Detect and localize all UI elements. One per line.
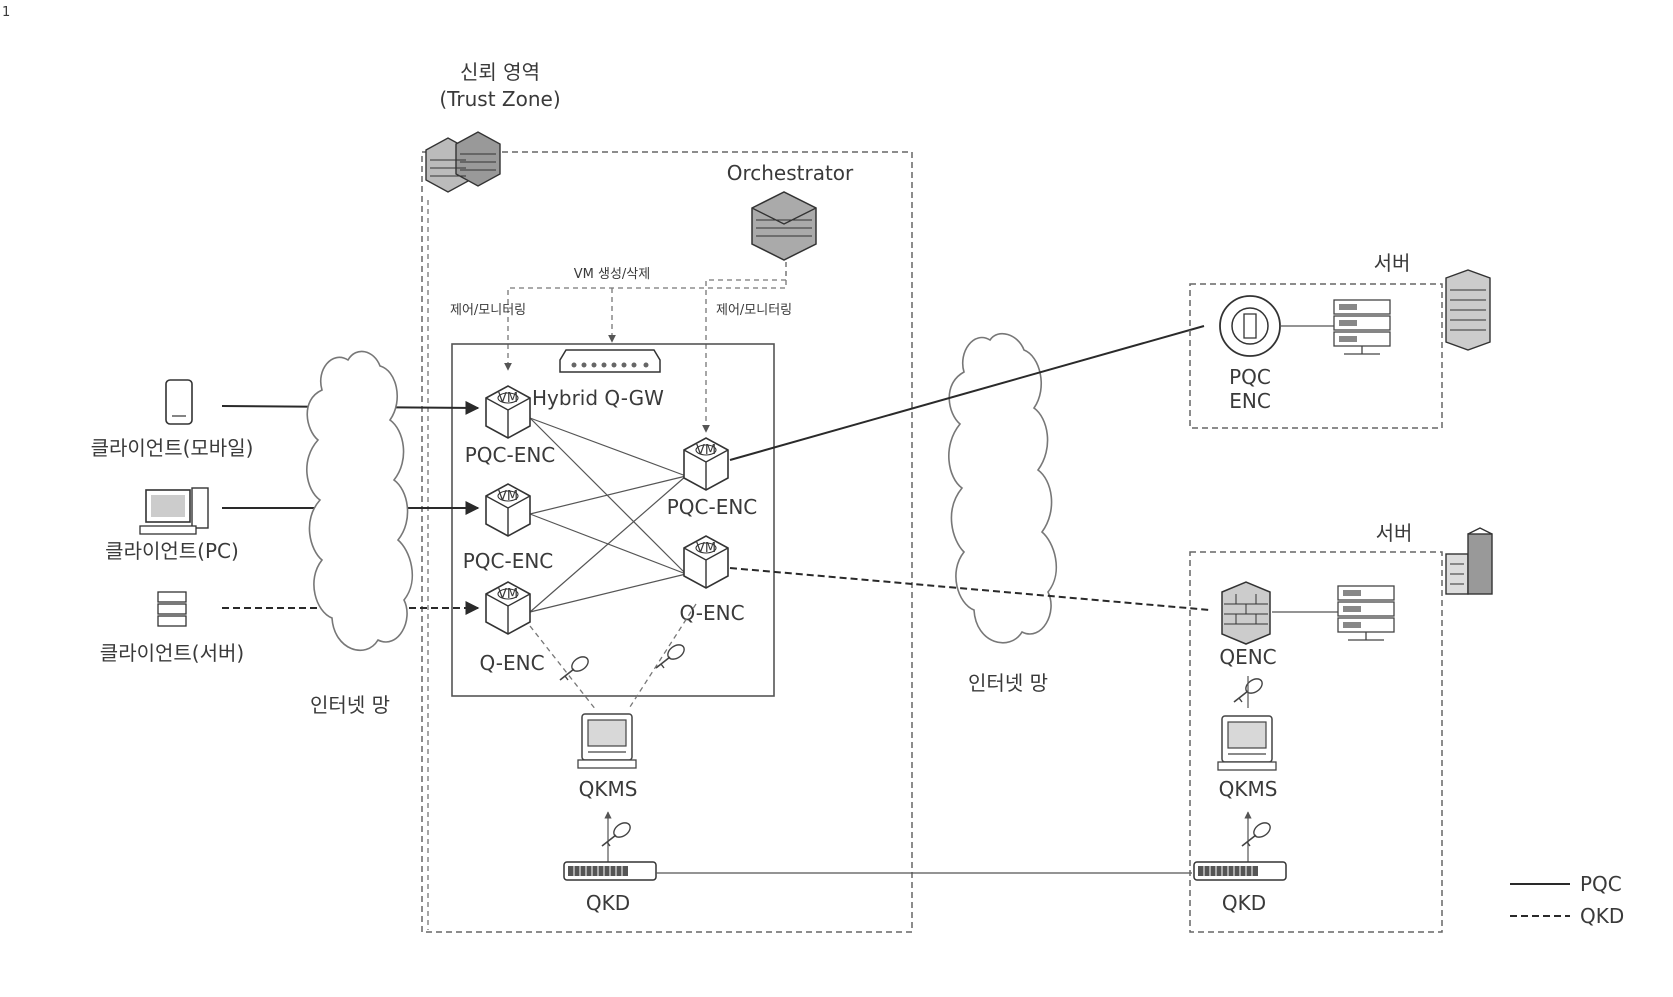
- trust-zone-subtitle: (Trust Zone): [439, 87, 560, 111]
- rack-server-icon: [1338, 586, 1394, 640]
- vm-badge: VM: [498, 391, 518, 406]
- trust-zone-title: 신뢰 영역: [460, 60, 540, 84]
- internet-right-label: 인터넷 망: [968, 671, 1048, 695]
- server-bottom-title: 서버: [1376, 521, 1413, 545]
- building-icon: [1446, 270, 1490, 350]
- wan-links: [656, 326, 1210, 873]
- qkd-device-icon: [1194, 862, 1286, 880]
- firewall-icon: [1222, 582, 1270, 644]
- client-server-label: 클라이언트(서버): [100, 641, 244, 665]
- client-server-icon: [158, 592, 186, 626]
- internet-left-label: 인터넷 망: [310, 693, 390, 717]
- key-icon: [656, 642, 687, 668]
- trust-qkms: QKMS: [578, 714, 637, 801]
- key-icon: [602, 820, 633, 846]
- orchestrator-server-icon: [752, 192, 816, 260]
- legend-solid-label: PQC: [1580, 872, 1622, 896]
- vm-node-pqc-enc-2: VM PQC-ENC: [463, 484, 554, 573]
- qkms-icon: [578, 714, 636, 768]
- corner-mark: 1: [2, 5, 10, 20]
- internet-cloud-left: 인터넷 망: [307, 351, 412, 717]
- server-top-title: 서버: [1374, 251, 1411, 275]
- control-monitor-left-label: 제어/모니터링: [450, 303, 526, 318]
- desktop-pc-icon: [140, 488, 208, 534]
- vm-node-pqc-enc-right: VM PQC-ENC: [667, 438, 758, 519]
- legend: PQC QKD: [1510, 872, 1624, 928]
- trust-qkd: QKD: [564, 862, 656, 915]
- gateway-label: Hybrid Q-GW: [532, 386, 664, 410]
- server-top-enc-line1: PQC: [1229, 365, 1271, 389]
- office-building-icon: [1446, 528, 1492, 594]
- trust-qkd-label: QKD: [586, 891, 630, 915]
- vm-node-q-enc-right: VM Q-ENC: [679, 536, 744, 625]
- vm-badge: VM: [498, 587, 518, 602]
- rack-server-icon: [1334, 300, 1390, 354]
- vm-badge: VM: [696, 541, 716, 556]
- internet-cloud-right: 인터넷 망: [949, 334, 1056, 695]
- client-mobile-label: 클라이언트(모바일): [91, 436, 254, 460]
- datacenter-icon: [426, 132, 500, 192]
- trust-qkms-label: QKMS: [579, 777, 638, 801]
- pqc-enc-1-label: PQC-ENC: [465, 443, 556, 467]
- pqc-enc-right-label: PQC-ENC: [667, 495, 758, 519]
- vm-create-delete-label: VM 생성/삭제: [574, 267, 650, 282]
- key-icon: [1234, 676, 1265, 702]
- client-mobile: 클라이언트(모바일): [91, 380, 254, 460]
- server-bottom-qkms-label: QKMS: [1219, 777, 1278, 801]
- q-enc-left-label: Q-ENC: [479, 651, 544, 675]
- orchestrator-label: Orchestrator: [727, 161, 854, 185]
- vm-node-q-enc-left: VM Q-ENC: [479, 582, 544, 675]
- vm-badge: VM: [498, 489, 518, 504]
- mobile-phone-icon: [166, 380, 192, 424]
- server-top: 서버 PQC ENC: [1190, 251, 1490, 428]
- trust-zone-boundary: [422, 152, 912, 932]
- client-pc: 클라이언트(PC): [105, 488, 239, 563]
- key-icon: [560, 654, 591, 680]
- server-bottom: 서버 QENC QKMS QKD: [1190, 521, 1492, 932]
- legend-dashed-label: QKD: [1580, 904, 1624, 928]
- qkd-device-icon: [564, 862, 656, 880]
- pqc-encryptor-icon: [1220, 296, 1280, 356]
- q-enc-right-label: Q-ENC: [679, 601, 744, 625]
- server-bottom-qkd-label: QKD: [1222, 891, 1266, 915]
- vm-badge: VM: [696, 443, 716, 458]
- control-monitor-right-label: 제어/모니터링: [716, 303, 792, 318]
- gateway-device-icon: [560, 350, 660, 372]
- orchestrator: Orchestrator: [727, 161, 854, 260]
- pqc-enc-2-label: PQC-ENC: [463, 549, 554, 573]
- client-server: 클라이언트(서버): [100, 592, 244, 665]
- server-bottom-qenc-label: QENC: [1219, 645, 1276, 669]
- server-top-enc-line2: ENC: [1229, 389, 1271, 413]
- qkms-icon: [1218, 716, 1276, 770]
- key-icon: [1242, 820, 1273, 846]
- client-pc-label: 클라이언트(PC): [105, 539, 239, 563]
